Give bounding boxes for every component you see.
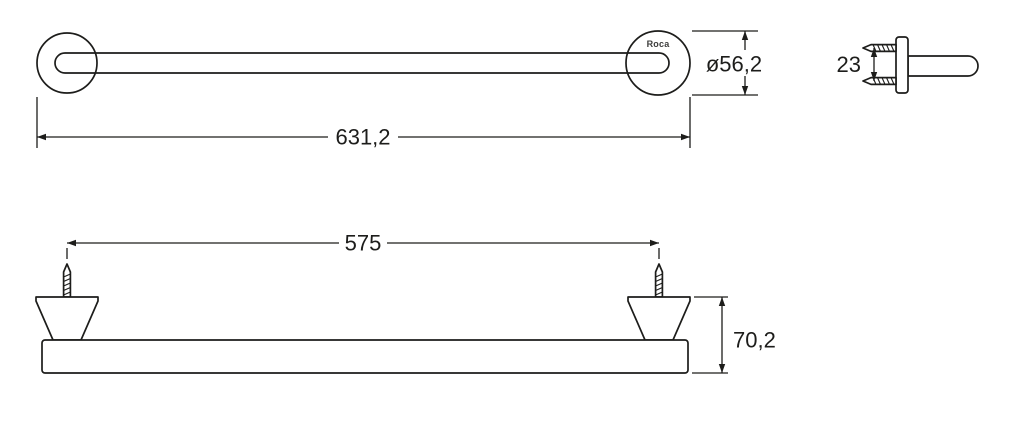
dim-label-overall-length: 631,2 [335, 125, 390, 150]
mounting-screw [862, 43, 897, 53]
left-mount-cone-front [35, 296, 99, 341]
wall-plate-side [895, 36, 909, 94]
right-mount-plate-top [625, 30, 691, 96]
side-view: 23 [837, 36, 979, 94]
towel-bar-top [54, 52, 670, 74]
towel-bar-front [41, 339, 689, 374]
dimension-screw-spacing: 23 [837, 48, 878, 81]
dim-label-fixing-centres: 575 [345, 231, 382, 256]
dimension-plate-diameter: ø56,2 [692, 30, 769, 96]
dimension-fixing-centres: 575 [66, 230, 660, 259]
mounting-screw [862, 76, 897, 86]
mounting-screw [62, 263, 72, 298]
brand-logo: Roca [647, 39, 671, 49]
dimension-height: 70,2 [692, 296, 776, 374]
mounting-screw [654, 263, 664, 298]
dim-label-plate-diameter: ø56,2 [706, 52, 762, 77]
front-view: 575 70,2 [35, 230, 776, 374]
dim-label-screw-spacing: 23 [837, 52, 861, 77]
left-mount-plate-top [36, 32, 98, 94]
dim-label-height: 70,2 [733, 328, 776, 353]
towel-bar-side [907, 55, 979, 77]
dimension-overall-length: 631,2 [36, 97, 691, 150]
right-mount-cone-front [627, 296, 691, 341]
top-view: Roca ø56,2 631,2 [36, 30, 769, 150]
